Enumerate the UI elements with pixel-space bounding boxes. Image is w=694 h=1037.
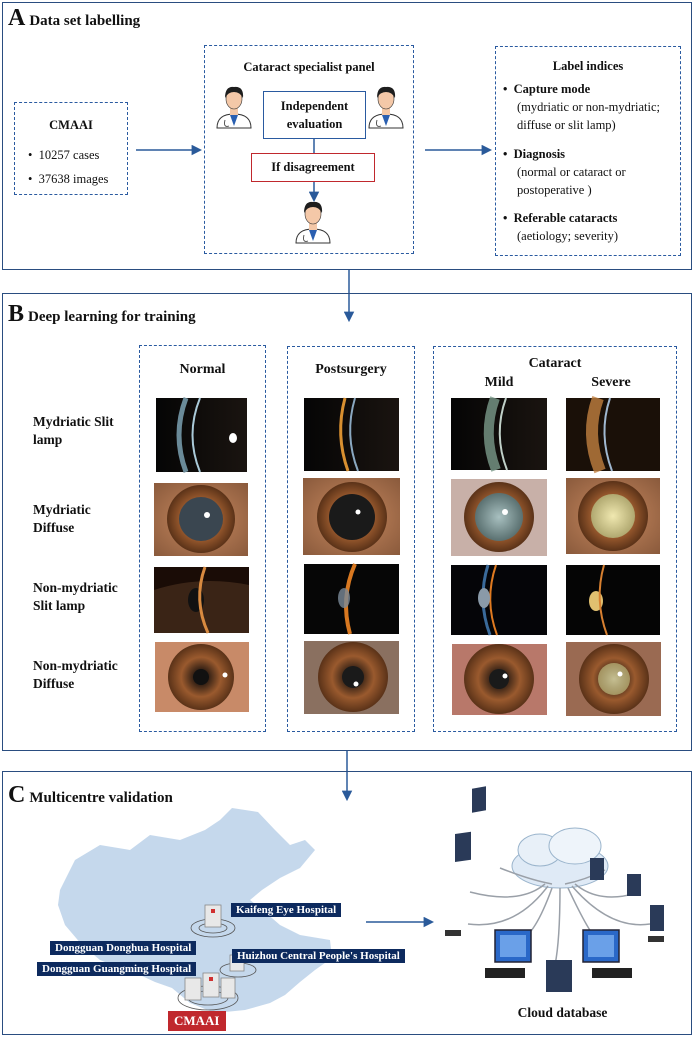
diagnosis-label: Diagnosis bbox=[513, 147, 566, 161]
photo-postsurgery-mydriatic-diffuse bbox=[303, 478, 400, 555]
computer-icons bbox=[445, 786, 664, 992]
hospital-label-guangming: Dongguan Guangming Hospital bbox=[37, 962, 197, 976]
cmaai-images-text: 37638 images bbox=[38, 172, 109, 186]
cmaai-item-cases: • 10257 cases bbox=[28, 148, 100, 162]
label-index-diagnosis: • Diagnosis (normal or cataract or posto… bbox=[503, 145, 678, 199]
photo-severe-nonmydriatic-slit bbox=[566, 564, 660, 636]
hospital-label-huizhou: Huizhou Central People's Hospital bbox=[232, 949, 405, 963]
panel-c bbox=[2, 771, 692, 1035]
cataract-group-box bbox=[433, 346, 677, 732]
cmaai-badge: CMAAI bbox=[168, 1011, 226, 1031]
col-head-severe: Severe bbox=[591, 375, 631, 390]
photo-postsurgery-nonmydriatic-slit bbox=[304, 563, 399, 635]
panel-c-letter: C bbox=[8, 782, 26, 808]
cloud-icon bbox=[511, 827, 609, 889]
hospital-label-kaifeng: Kaifeng Eye Hospital bbox=[231, 903, 342, 917]
row-label-mydriatic-slit: Mydriatic Slit lamp bbox=[33, 414, 114, 448]
referable-head: • Referable cataracts bbox=[503, 211, 618, 225]
panel-b-letter: B bbox=[8, 301, 25, 327]
photo-normal-mydriatic-slit bbox=[156, 397, 247, 473]
panel-b-heading: B Deep learning for training bbox=[8, 301, 196, 328]
hospital-label-donghua: Dongguan Donghua Hospital bbox=[50, 941, 197, 955]
panel-b-title: Deep learning for training bbox=[28, 309, 196, 325]
col-head-normal: Normal bbox=[179, 362, 226, 377]
photo-severe-nonmydriatic-diffuse bbox=[566, 642, 661, 716]
col-head-cataract: Cataract bbox=[528, 356, 582, 371]
capture-mode-head: • Capture mode bbox=[503, 82, 591, 96]
photo-postsurgery-mydriatic-slit bbox=[304, 397, 399, 472]
photo-severe-mydriatic-slit bbox=[566, 395, 660, 474]
photo-mild-mydriatic-slit bbox=[451, 396, 547, 472]
photo-normal-mydriatic-diffuse bbox=[154, 483, 248, 556]
panel-a bbox=[2, 2, 692, 270]
capture-mode-label: Capture mode bbox=[513, 82, 591, 96]
photo-severe-mydriatic-diffuse bbox=[566, 478, 660, 554]
row-label-nonmydriatic-slit: Non-mydriatic Slit lamp bbox=[33, 580, 118, 614]
cloud-database-label: Cloud database bbox=[517, 1005, 608, 1020]
photo-mild-mydriatic-diffuse bbox=[451, 479, 547, 556]
photo-postsurgery-nonmydriatic-diffuse bbox=[304, 641, 399, 714]
photo-mild-nonmydriatic-diffuse bbox=[452, 644, 547, 715]
capture-mode-detail: (mydriatic or non-mydriatic; diffuse or … bbox=[517, 100, 661, 133]
cmaai-title: CMAAI bbox=[49, 118, 93, 132]
cmaai-cases-text: 10257 cases bbox=[38, 148, 100, 162]
panel-b bbox=[2, 293, 692, 751]
hospital-building-icon-south bbox=[177, 972, 239, 1011]
specialist-panel-box bbox=[204, 45, 414, 254]
col-head-mild: Mild bbox=[484, 375, 514, 390]
hospital-building-icon-kaifeng bbox=[190, 904, 236, 938]
col-head-postsurgery: Postsurgery bbox=[315, 362, 387, 377]
photo-normal-nonmydriatic-diffuse bbox=[155, 642, 249, 712]
label-index-capture: • Capture mode (mydriatic or non-mydriat… bbox=[503, 80, 678, 134]
label-indices-title: Label indices bbox=[552, 59, 624, 73]
diagnosis-detail: (normal or cataract or postoperative ) bbox=[517, 165, 626, 198]
normal-group-box bbox=[139, 345, 266, 732]
referable-label: Referable cataracts bbox=[513, 211, 618, 225]
independent-evaluation-box: Independent evaluation bbox=[263, 91, 366, 139]
specialist-panel-title: Cataract specialist panel bbox=[243, 60, 375, 74]
photo-normal-nonmydriatic-slit bbox=[154, 566, 249, 634]
cmaai-item-images: • 37638 images bbox=[28, 172, 109, 186]
diagnosis-head: • Diagnosis bbox=[503, 147, 566, 161]
row-label-nonmydriatic-diffuse: Non-mydriatic Diffuse bbox=[33, 658, 118, 692]
referable-detail: (aetiology; severity) bbox=[517, 229, 619, 244]
monitor-right bbox=[582, 929, 632, 978]
panel-a-title: Data set labelling bbox=[29, 13, 141, 29]
postsurgery-group-box bbox=[287, 346, 415, 732]
monitor-left bbox=[485, 929, 532, 978]
label-indices-box bbox=[495, 46, 681, 256]
panel-c-heading: C Multicentre validation bbox=[8, 782, 173, 809]
label-index-referable: • Referable cataracts (aetiology; severi… bbox=[503, 209, 678, 245]
photo-mild-nonmydriatic-slit bbox=[451, 564, 547, 636]
row-label-mydriatic-diffuse: Mydriatic Diffuse bbox=[33, 502, 91, 536]
if-disagreement-box: If disagreement bbox=[251, 153, 375, 182]
cmaai-box bbox=[14, 102, 128, 195]
panel-a-letter: A bbox=[8, 5, 26, 31]
panel-c-title: Multicentre validation bbox=[29, 790, 173, 806]
panel-a-heading: A Data set labelling bbox=[8, 5, 140, 32]
